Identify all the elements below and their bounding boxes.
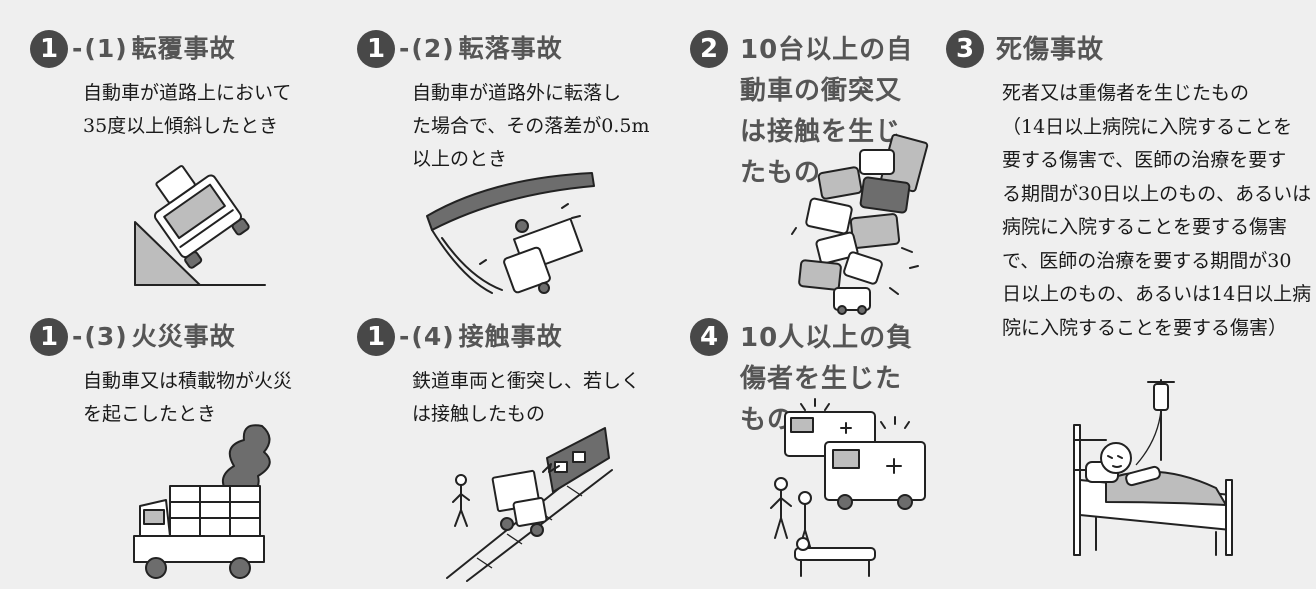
panel-ten-plus-injured: 4 10人以上の負 傷者を生じた もの [690, 318, 940, 588]
panel-title: -(4)接触事故 [398, 318, 563, 356]
number-badge: 3 [946, 30, 984, 68]
title-text: 火災事故 [131, 322, 236, 351]
ambulances-icon [770, 398, 926, 577]
description-line: 自動車が道路外に転落し [412, 82, 622, 104]
description-line: 病院に入院することを要する傷害 [1002, 216, 1288, 238]
title-line: 傷者を生じた [740, 364, 903, 394]
sub-number: (2) [411, 34, 455, 63]
fallen-truck-icon [426, 172, 595, 294]
panel-heading: 4 10人以上の負 傷者を生じた もの [690, 318, 940, 441]
number-badge: 2 [690, 30, 728, 68]
panel-description: 自動車が道路外に転落し た場合で、その落差が0.5m 以上のとき [412, 77, 649, 176]
description-line: た場合で、その落差が0.5m [412, 115, 650, 137]
title-text: 転落事故 [458, 34, 563, 63]
description-line: は接触したもの [412, 403, 546, 425]
description-line: 35度以上傾斜したとき [83, 115, 279, 137]
description-line: （14日以上病院に入院することを [1002, 115, 1293, 138]
description-line: 自動車が道路上において [83, 82, 292, 104]
number-badge: 1 [357, 318, 395, 356]
panel-title: -(3)火災事故 [71, 318, 236, 356]
panel-multi-vehicle-collision: 2 10台以上の自 動車の衝突又 は接触を生じ たもの [690, 30, 940, 320]
panel-casualty-accident: 3 死傷事故 死者又は重傷者を生じたもの （14日以上病院に入院することを 要す… [946, 30, 1311, 580]
heading-separator: - [72, 34, 84, 63]
hospital-bed-patient-icon [1073, 379, 1233, 556]
sub-number: (1) [84, 34, 128, 63]
title-text: 接触事故 [458, 322, 563, 351]
number-badge: 4 [690, 318, 728, 356]
title-line: 動車の衝突又 [740, 76, 903, 106]
description-line: 死者又は重傷者を生じたもの [1002, 82, 1250, 104]
panel-description: 死者又は重傷者を生じたもの （14日以上病院に入院することを 要する傷害で、医師… [1002, 77, 1311, 345]
description-line: を起こしたとき [83, 403, 217, 425]
panel-description: 鉄道車両と衝突し、若しく は接触したもの [412, 365, 640, 431]
panel-heading: 1 -(1)転覆事故 [30, 30, 236, 68]
sub-number: (3) [84, 322, 128, 351]
multi-vehicle-pileup-icon [791, 133, 929, 315]
sub-number: (4) [411, 322, 455, 351]
description-line: 以上のとき [412, 148, 508, 170]
heading-separator: - [72, 322, 84, 351]
number-badge: 1 [357, 30, 395, 68]
panel-title: 10台以上の自 動車の衝突又 は接触を生じ たもの [740, 30, 940, 194]
panel-heading: 1 -(2)転落事故 [357, 30, 563, 68]
title-text: 転覆事故 [131, 34, 236, 63]
panel-fall-accident: 1 -(2)転落事故 自動車が道路外に転落し た場合で、その落差が0.5m 以上… [357, 30, 657, 300]
number-badge: 1 [30, 318, 68, 356]
description-line: 鉄道車両と衝突し、若しく [412, 370, 641, 392]
panel-heading: 3 死傷事故 [946, 30, 1104, 71]
panel-title: 10人以上の負 傷者を生じた もの [740, 318, 940, 441]
number-badge: 1 [30, 30, 68, 68]
panel-heading: 1 -(4)接触事故 [357, 318, 563, 356]
panel-title: -(1)転覆事故 [71, 30, 236, 68]
panel-description: 自動車又は積載物が火災 を起こしたとき [83, 365, 292, 431]
panel-fire-accident: 1 -(3)火災事故 自動車又は積載物が火災 を起こしたとき [30, 318, 330, 588]
description-line: る期間が30日以上のもの、あるいは [1002, 182, 1312, 205]
description-line: 自動車又は積載物が火災 [83, 370, 293, 392]
panel-heading: 1 -(3)火災事故 [30, 318, 236, 356]
description-line: 日以上のもの、あるいは14日以上病 [1002, 283, 1312, 305]
title-line: 10台以上の自 [740, 35, 914, 65]
title-line: は接触を生じ [740, 117, 903, 147]
burning-truck-icon [133, 424, 271, 579]
panel-overturn-accident: 1 -(1)転覆事故 自動車が道路上において 35度以上傾斜したとき [30, 30, 330, 300]
panel-heading: 2 10台以上の自 動車の衝突又 は接触を生じ たもの [690, 30, 940, 194]
panel-railway-contact-accident: 1 -(4)接触事故 鉄道車両と衝突し、若しく は接触したもの [357, 318, 657, 588]
overturned-truck-icon [134, 165, 266, 286]
train-collision-icon [446, 427, 613, 582]
title-line: たもの [740, 158, 822, 188]
description-line: で、医師の治療を要する期間が30 [1002, 249, 1292, 272]
description-line: 要する傷害で、医師の治療を要す [1002, 149, 1287, 171]
panel-title: 死傷事故 [996, 35, 1105, 65]
heading-separator: - [399, 322, 411, 351]
panel-title: -(2)転落事故 [398, 30, 563, 68]
panel-description: 自動車が道路上において 35度以上傾斜したとき [83, 77, 291, 143]
description-line: 院に入院することを要する傷害） [1002, 316, 1288, 339]
heading-separator: - [399, 34, 411, 63]
title-line: 10人以上の負 [740, 323, 914, 353]
